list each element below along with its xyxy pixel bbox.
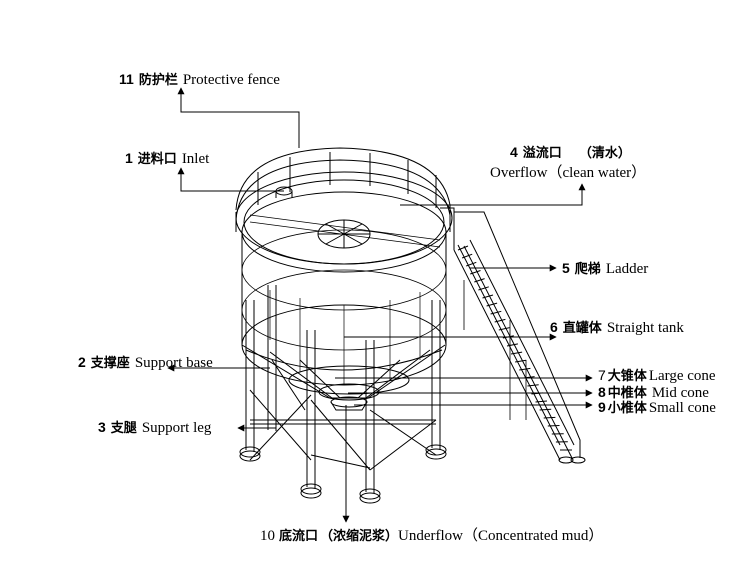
label-english: Underflow（Concentrated mud） (398, 528, 604, 544)
label-overflow-en: Overflow（clean water） (490, 164, 646, 182)
leader-lines (167, 87, 593, 523)
label-english: Support base (134, 355, 213, 371)
label-number: 7 (598, 367, 606, 383)
label-chinese: 爬梯 (574, 262, 601, 277)
label-chinese-note: （浓缩泥浆） (320, 529, 399, 544)
label-chinese: 小椎体 (607, 401, 647, 416)
straight-tank (241, 191, 447, 386)
ladder (440, 207, 586, 464)
label-chinese: 中椎体 (607, 386, 647, 401)
label-english: Inlet (181, 151, 210, 167)
label-english: Protective fence (182, 72, 280, 88)
label-support-base: 2 支撑座 Support base (78, 353, 213, 373)
label-straight-tank: 6 直罐体 Straight tank (550, 318, 684, 338)
label-number: 4 (510, 144, 518, 160)
label-chinese: 直罐体 (562, 321, 602, 336)
label-support-leg: 3 支腿 Support leg (98, 418, 211, 438)
label-english: Large cone (648, 368, 716, 384)
label-number: 1 (125, 150, 133, 166)
tank-top (235, 171, 453, 265)
label-inlet: 1 进料口 Inlet (125, 149, 209, 169)
label-number: 10 (260, 528, 275, 544)
label-english: Straight tank (606, 320, 684, 336)
label-underflow: 10 底流口（浓缩泥浆）Underflow（Concentrated mud） (260, 527, 603, 546)
label-ladder: 5 爬梯 Ladder (562, 259, 648, 279)
label-chinese: 支撑座 (90, 356, 130, 371)
label-chinese: 防护栏 (138, 73, 178, 88)
cone-body (241, 344, 446, 411)
label-chinese: 支腿 (110, 421, 137, 436)
label-number: 5 (562, 260, 570, 276)
support-legs (239, 285, 447, 504)
label-number: 8 (598, 384, 606, 400)
label-number: 2 (78, 354, 86, 370)
label-overflow-zh: 4 溢流口 （清水） (510, 143, 631, 163)
label-number: 6 (550, 319, 558, 335)
label-chinese: 进料口 (137, 152, 177, 167)
label-english: Support leg (141, 420, 212, 436)
label-english: Mid cone (651, 385, 709, 401)
label-protective-fence: 11 防护栏 Protective fence (119, 70, 280, 90)
label-chinese: 大锥体 (607, 369, 647, 384)
label-number: 11 (119, 71, 134, 87)
protective-fence (235, 147, 451, 232)
label-chinese-note: （清水） (578, 146, 631, 161)
label-english: Ladder (605, 261, 649, 277)
label-english: Overflow（clean water） (490, 165, 647, 181)
label-number: 3 (98, 419, 106, 435)
label-chinese: 底流口 (279, 529, 319, 544)
label-number: 9 (598, 399, 606, 415)
label-english: Small cone (648, 400, 716, 416)
label-chinese: 溢流口 (522, 146, 562, 161)
